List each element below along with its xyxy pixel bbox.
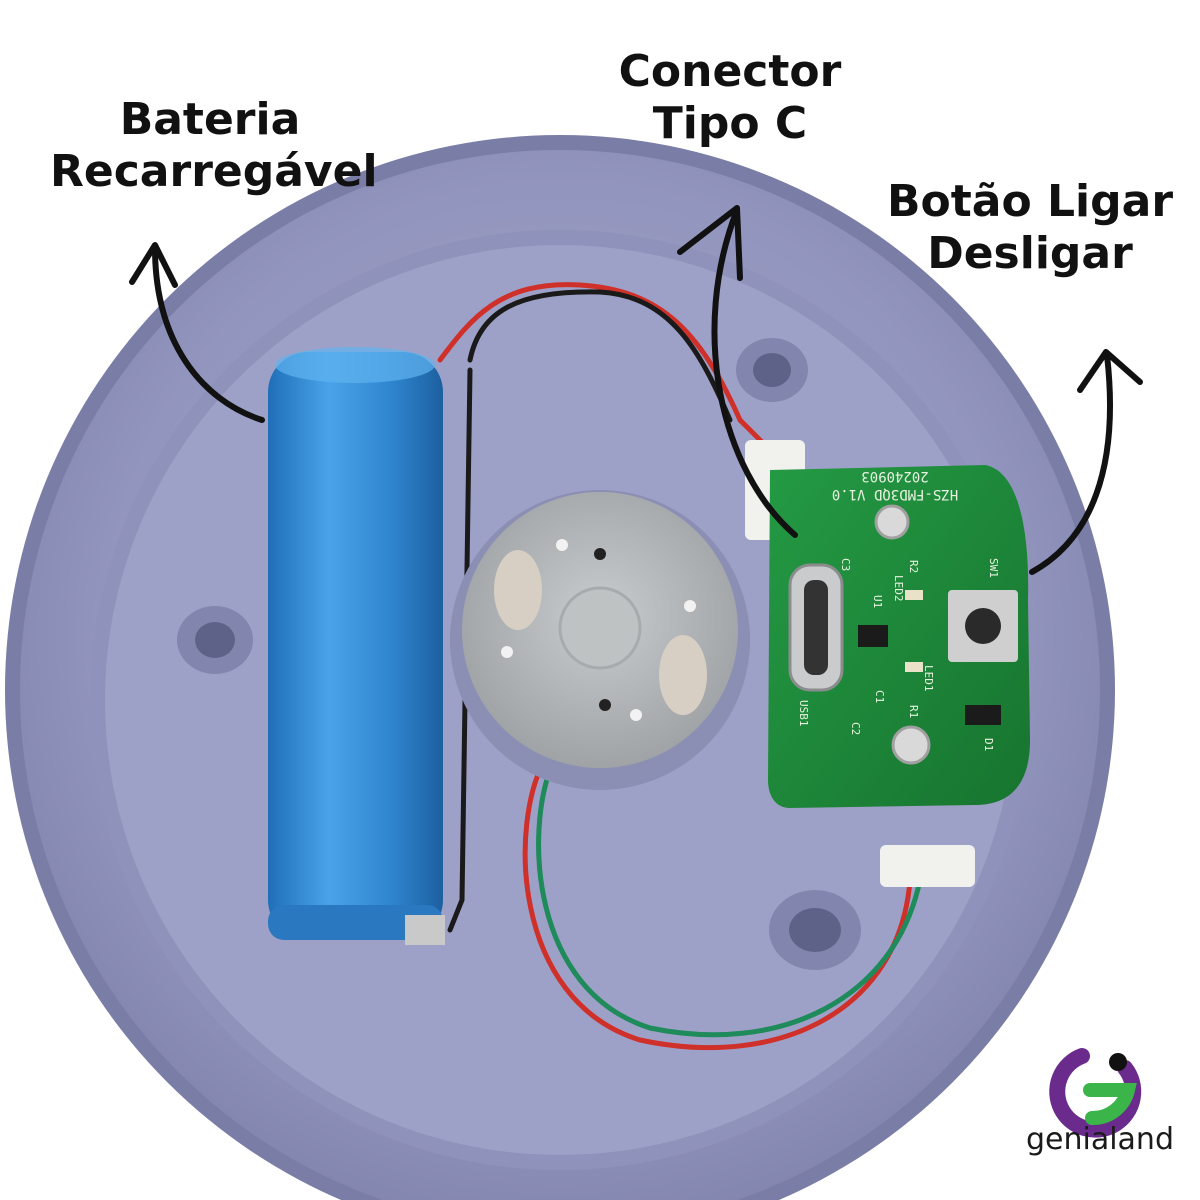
pcb-silk-d1: D1 (982, 738, 995, 751)
pcb-silk-led2: LED2 (892, 575, 905, 602)
motor (450, 490, 750, 790)
battery (268, 347, 445, 945)
arrow-battery (129, 242, 265, 423)
pcb-model-text: HZS-FMD3QD V1.0 (832, 486, 958, 502)
arrow-switch (1029, 349, 1143, 575)
label-battery: Bateria Recarregável (50, 94, 378, 198)
label-switch-line1: Botão Ligar (886, 176, 1174, 227)
pcb-silk-sw1: SW1 (987, 558, 1000, 578)
label-switch: Botão Ligar Desligar (880, 176, 1180, 280)
screw-post-left (177, 606, 253, 674)
wires (437, 282, 923, 1050)
screw-post-top (736, 338, 808, 402)
label-connector-line2: Tipo C (652, 98, 808, 149)
brand-name: genialand (1025, 1122, 1174, 1157)
pcb-silk-c3: C3 (839, 558, 852, 571)
pcb-silk-r1: R1 (907, 705, 920, 718)
pcb-silk-u1: U1 (871, 595, 884, 608)
label-battery-line1: Bateria (119, 94, 301, 145)
screw-post-bottom (769, 890, 861, 970)
pcb-silk-usb1: USB1 (797, 700, 810, 727)
pcb-silk-c2: C2 (849, 722, 862, 735)
label-battery-line2: Recarregável (50, 146, 378, 197)
pcb-silk-c1: C1 (873, 690, 886, 703)
arrow-connector (677, 205, 798, 538)
brand-logo-icon (1049, 1048, 1142, 1138)
label-connector: Conector Tipo C (590, 46, 870, 150)
pcb (745, 440, 1030, 887)
label-switch-line2: Desligar (927, 228, 1133, 279)
label-connector-line1: Conector (618, 46, 842, 97)
pcb-silk-led1: LED1 (922, 665, 935, 692)
pcb-silk-r2: R2 (907, 560, 920, 573)
pcb-date-text: 20240903 (861, 468, 928, 484)
